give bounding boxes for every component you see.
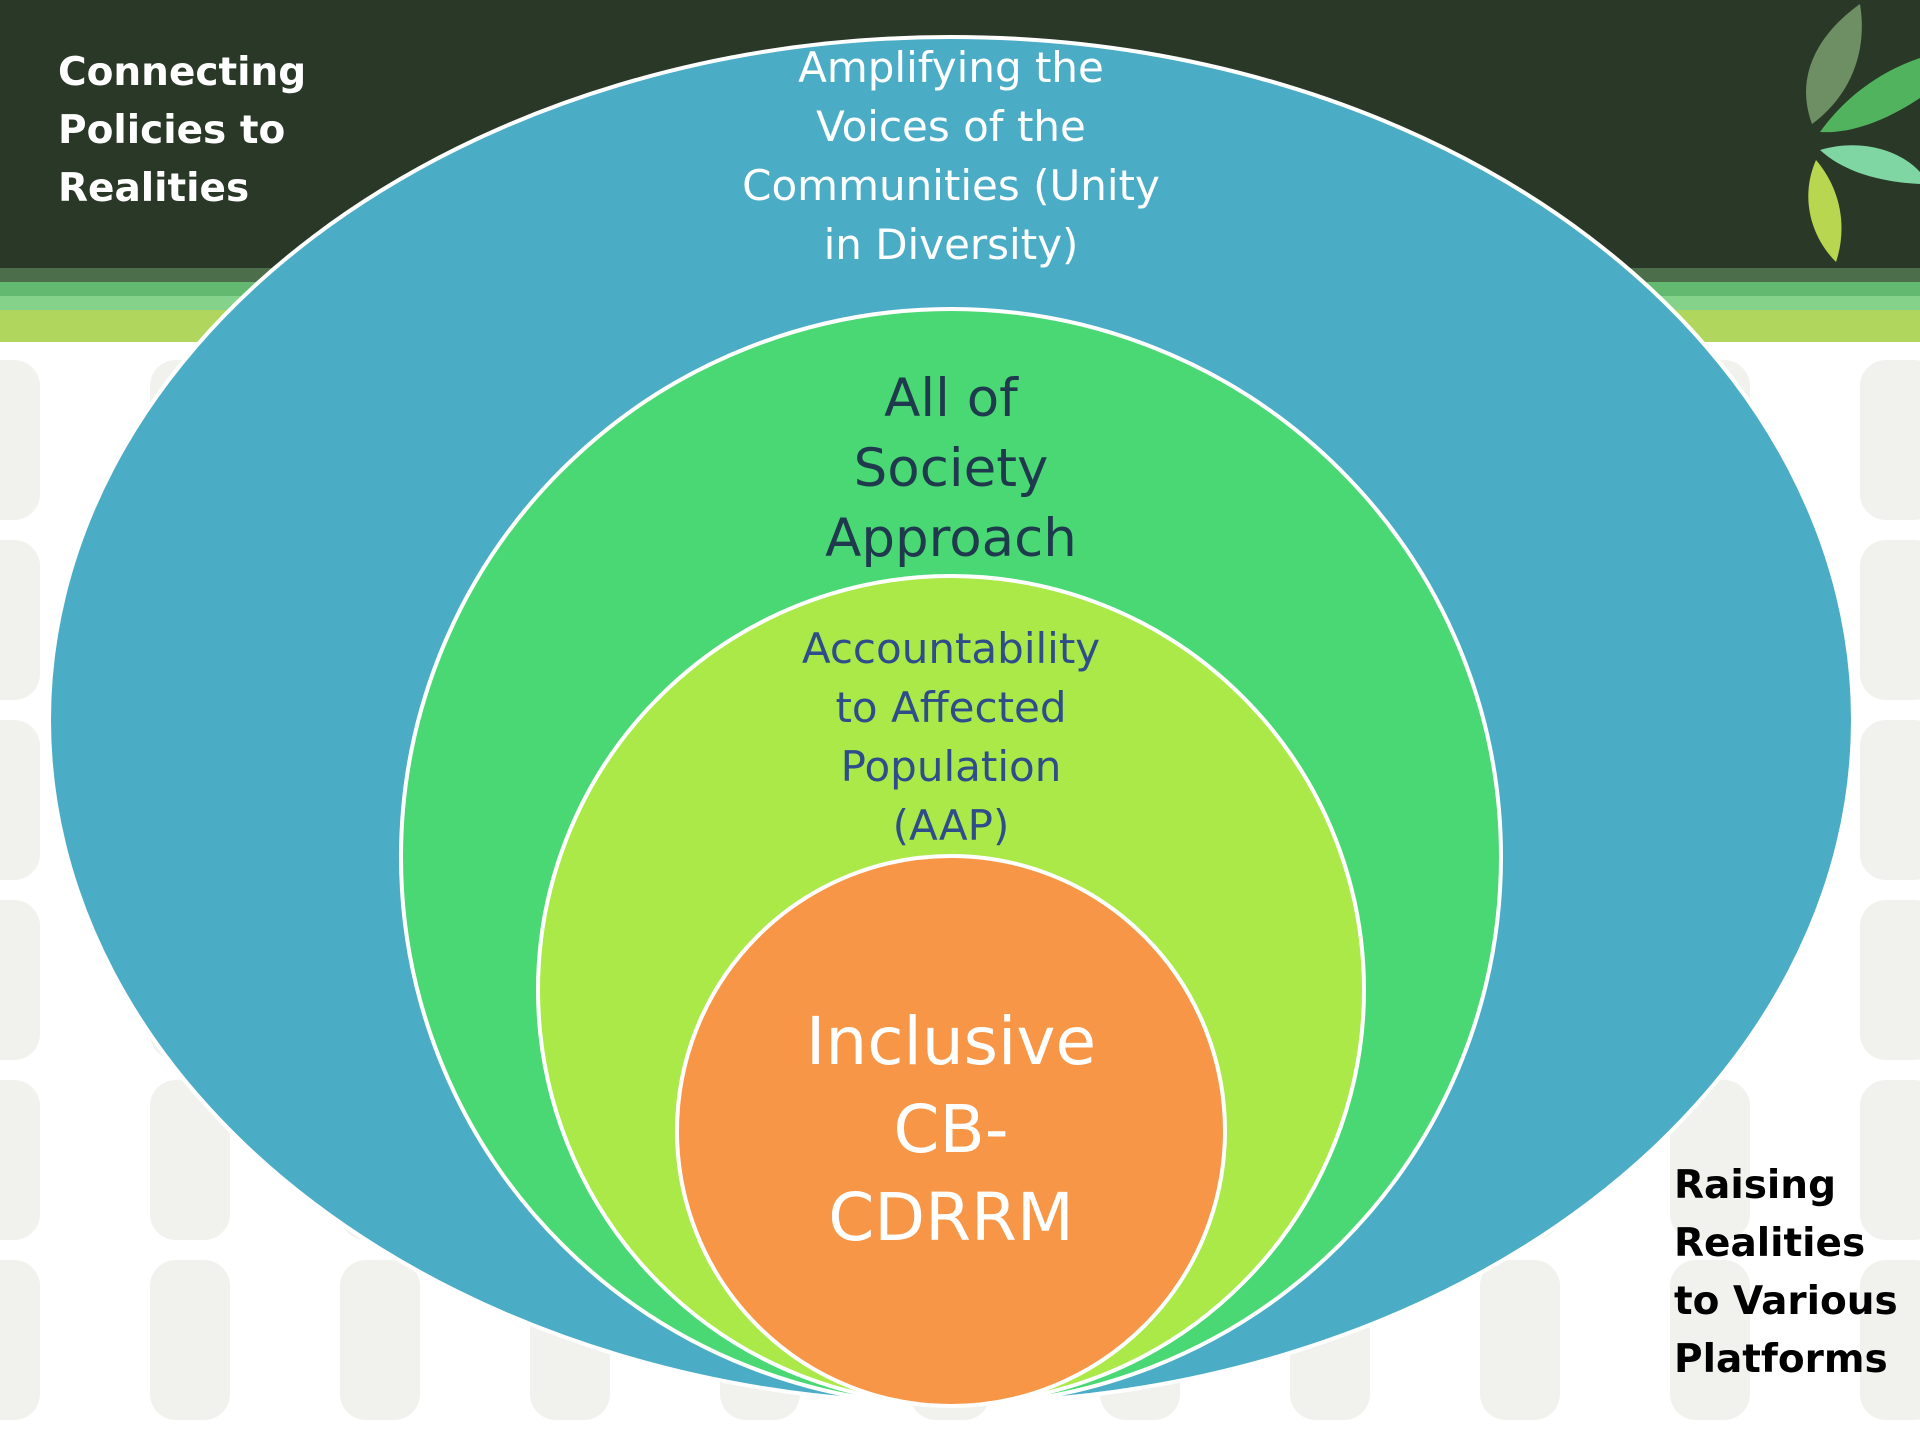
bamboo-segment (1670, 1260, 1750, 1420)
ring-outer-label: Amplifying the Voices of the Communities… (742, 43, 1160, 269)
ring-core (675, 854, 1227, 1408)
bamboo-segment (1860, 1260, 1920, 1420)
bamboo-segment (1860, 900, 1920, 1060)
bamboo-segment (0, 540, 40, 700)
bamboo-segment (0, 360, 40, 520)
bamboo-segment (1860, 360, 1920, 520)
bamboo-segment (0, 1080, 40, 1240)
leaf-icon (1820, 145, 1920, 184)
leaf-icon (1808, 160, 1842, 262)
footer-text: Raising Realities to Various Platforms (1674, 1163, 1898, 1382)
leaf-icon (1820, 58, 1920, 133)
bamboo-segment (0, 720, 40, 880)
bamboo-segment (1860, 1080, 1920, 1240)
ring-core-label: Inclusive CB- CDRRM (805, 1003, 1097, 1256)
header-text: Connecting Policies to Realities (58, 50, 307, 211)
bamboo-segment (150, 1260, 230, 1420)
bamboo-segment (340, 1260, 420, 1420)
bamboo-segment (1860, 720, 1920, 880)
bamboo-segment (1860, 540, 1920, 700)
leaf-logo-icon (1806, 4, 1920, 262)
leaf-icon (1806, 4, 1862, 124)
bamboo-segment (0, 900, 40, 1060)
ring-accountability-label: Accountability to Affected Population (A… (801, 624, 1101, 850)
bamboo-segment (1670, 1080, 1750, 1240)
bamboo-segment (1480, 1260, 1560, 1420)
bamboo-segment (0, 1260, 40, 1420)
ring-society-label: All of Society Approach (825, 368, 1077, 569)
bamboo-segment (150, 1080, 230, 1240)
